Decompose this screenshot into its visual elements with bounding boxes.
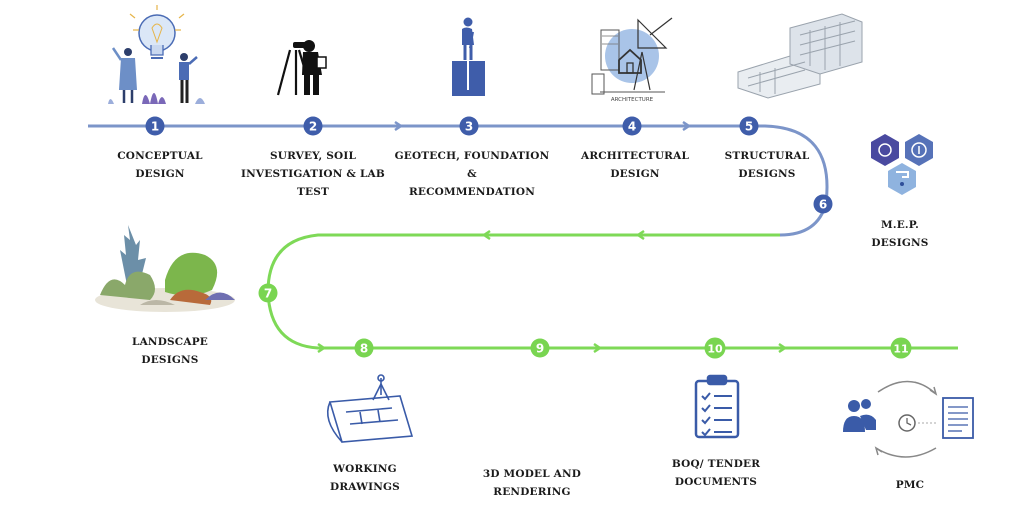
building-frame-icon — [737, 13, 863, 99]
step-node-5: 5 — [739, 116, 759, 136]
timeline-blue-line — [88, 124, 829, 237]
architecture-icon: ARCHITECTURE — [591, 17, 673, 103]
step-label-line: WORKING — [333, 463, 397, 475]
clipboard-checklist-icon — [694, 374, 740, 439]
step-label-line: DESIGN — [610, 168, 660, 180]
arrow-mark — [635, 229, 645, 241]
blueprint-icon — [326, 374, 414, 443]
step-label-3: GEOTECH, FOUNDATION & RECOMMENDATION — [394, 147, 550, 201]
step-label-line: INVESTIGATION & LAB — [241, 168, 385, 180]
step-node-2: 2 — [303, 116, 323, 136]
step-label-line: BOQ/ TENDER — [671, 458, 761, 470]
step-label-11: PMC — [880, 476, 940, 494]
step-label-line: STRUCTURAL — [724, 150, 810, 162]
step-label-line: CONCEPTUAL — [117, 150, 203, 162]
step-label-line: DESIGNS — [141, 354, 199, 366]
arrow-mark — [682, 120, 692, 132]
step-label-line: ARCHITECTURAL — [580, 150, 690, 162]
step-label-line: GEOTECH, FOUNDATION & — [394, 150, 550, 180]
step-label-9: 3D MODEL AND RENDERING — [467, 465, 597, 501]
step-label-line: TEST — [296, 186, 329, 198]
mep-hexagons-icon — [871, 134, 933, 195]
step-number: 7 — [264, 287, 272, 301]
step-label-5: STRUCTURAL DESIGNS — [714, 147, 820, 183]
arrow-mark — [778, 342, 788, 354]
step-label-line: 3D MODEL AND — [482, 468, 582, 480]
architecture-caption: ARCHITECTURE — [611, 97, 654, 103]
arrow-marks — [317, 120, 788, 354]
lightbulb-team-icon — [108, 5, 205, 104]
arrow-mark — [394, 120, 404, 132]
step-node-7: 7 — [258, 283, 278, 303]
step-number: 3 — [465, 120, 473, 134]
step-label-8: WORKING DRAWINGS — [317, 460, 413, 496]
step-number: 10 — [707, 343, 723, 356]
step-node-3: 3 — [459, 116, 479, 136]
step-label-2: SURVEY, SOIL INVESTIGATION & LAB TEST — [238, 147, 388, 201]
arrow-mark — [593, 342, 603, 354]
surveyor-icon — [276, 40, 327, 96]
step-label-line: RECOMMENDATION — [408, 186, 536, 198]
step-label-line: DESIGN — [135, 168, 185, 180]
timeline-green-line — [266, 233, 958, 350]
step-number: 9 — [536, 342, 544, 356]
step-node-8: 8 — [354, 338, 374, 358]
step-number: 5 — [745, 120, 753, 134]
step-label-line: DESIGNS — [738, 168, 796, 180]
step-node-1: 1 — [145, 116, 165, 136]
step-node-10: 10 — [704, 337, 726, 359]
step-node-6: 6 — [813, 194, 833, 214]
step-number: 8 — [360, 342, 368, 356]
step-label-1: CONCEPTUAL DESIGN — [105, 147, 215, 183]
step-label-line: RENDERING — [493, 486, 571, 498]
geotech-icon — [452, 17, 485, 96]
step-label-10: BOQ/ TENDER DOCUMENTS — [664, 455, 768, 491]
step-label-line: M.E.P. — [881, 219, 919, 231]
step-node-4: 4 — [622, 116, 642, 136]
step-number: 4 — [628, 120, 636, 134]
step-label-line: SURVEY, SOIL — [269, 150, 357, 162]
step-label-4: ARCHITECTURAL DESIGN — [575, 147, 695, 183]
step-label-line: LANDSCAPE — [131, 336, 209, 348]
step-label-7: LANDSCAPE DESIGNS — [120, 333, 220, 369]
step-label-line: DESIGNS — [871, 237, 929, 249]
step-label-6: M.E.P. DESIGNS — [860, 216, 940, 252]
step-label-line: PMC — [895, 479, 925, 491]
step-node-11: 11 — [890, 337, 912, 359]
step-number: 2 — [309, 120, 317, 134]
arrow-mark — [317, 342, 327, 354]
step-number: 11 — [893, 343, 908, 356]
step-number: 1 — [151, 120, 159, 134]
step-number: 6 — [819, 198, 827, 212]
step-node-9: 9 — [530, 338, 550, 358]
arrow-mark — [481, 229, 491, 241]
step-label-line: DOCUMENTS — [674, 476, 758, 488]
landscape-garden-icon — [95, 225, 235, 312]
project-management-icon — [843, 380, 974, 458]
step-label-line: DRAWINGS — [330, 481, 400, 493]
